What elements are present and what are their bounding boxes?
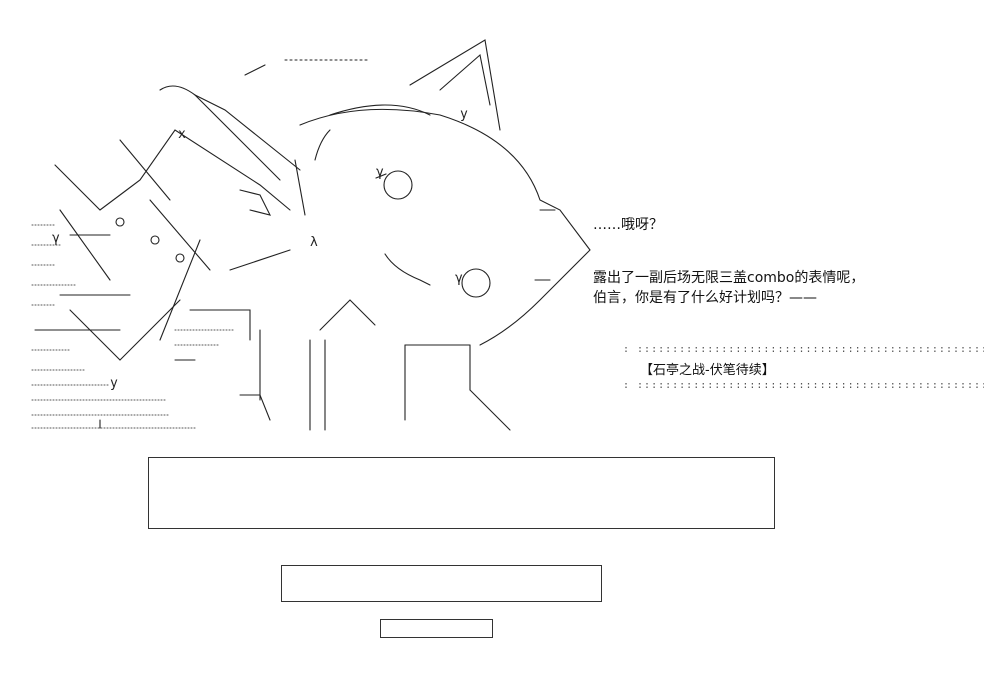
empty-frame-large — [148, 457, 775, 529]
svg-text:y: y — [460, 107, 468, 122]
dialogue-line-3: 伯言，你是有了什么好计划吗？—— — [593, 290, 817, 306]
svg-text:γ: γ — [455, 271, 463, 286]
svg-text:λ: λ — [310, 235, 318, 250]
svg-text:γ: γ — [376, 165, 384, 180]
caption-dots-bottom: : ::::::::::::::::::::::::::::::::::::::… — [623, 380, 984, 391]
empty-frame-medium — [281, 565, 602, 602]
svg-text:y: y — [110, 376, 118, 391]
caption-dots-top: : ::::::::::::::::::::::::::::::::::::::… — [623, 344, 984, 355]
svg-text:x: x — [178, 127, 186, 142]
ascii-art-illustration: x λ γ γ y y γ — [31, 39, 591, 431]
dialogue-line-1: ……哦呀？ — [593, 217, 663, 233]
caption-title: 【石亭之战-伏笔待续】 — [640, 363, 775, 378]
dialogue-line-2: 露出了一副后场无限三盖combo的表情呢， — [593, 270, 865, 286]
svg-text:γ: γ — [52, 231, 60, 246]
empty-frame-small — [380, 619, 493, 638]
